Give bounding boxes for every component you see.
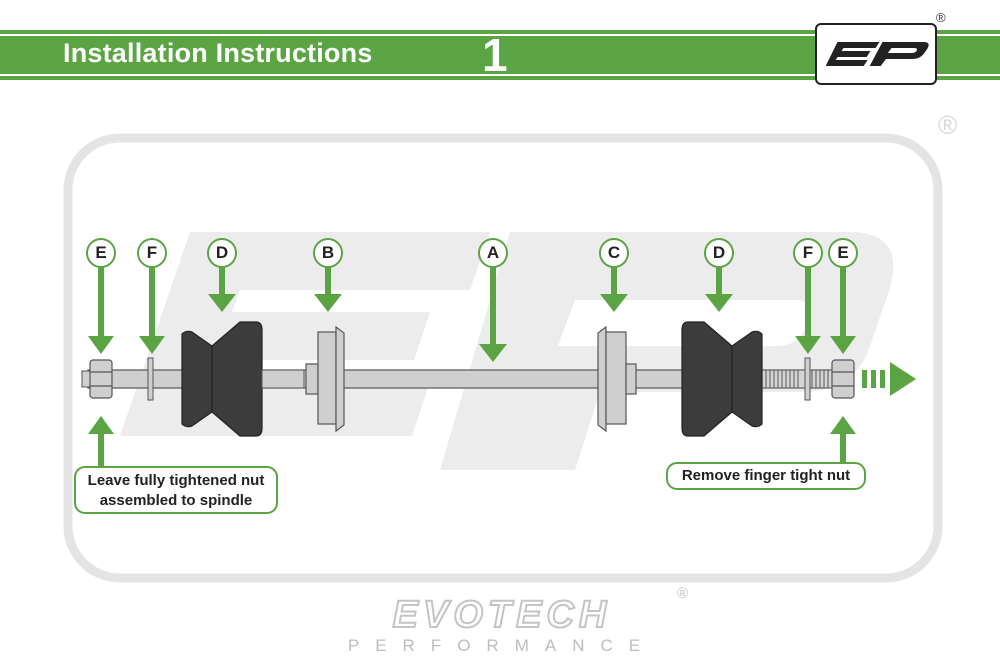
arrow-down-icon xyxy=(314,266,342,312)
part-label-f-left: F xyxy=(137,238,167,268)
nut-e-left xyxy=(89,359,113,399)
spacer-c xyxy=(597,325,637,433)
part-label-e-left: E xyxy=(86,238,116,268)
callout-keep-nut: Leave fully tightened nut assembled to s… xyxy=(74,466,278,514)
spacer-b xyxy=(305,325,345,433)
arrow-down-icon xyxy=(795,266,821,354)
watermark-registered-mark: ® xyxy=(938,110,958,140)
callout-keep-nut-line1: Leave fully tightened nut xyxy=(87,472,265,489)
bobbin-d-left xyxy=(181,321,263,437)
arrow-up-icon xyxy=(830,416,856,464)
arrow-down-icon xyxy=(88,266,114,354)
part-label-d-left: D xyxy=(207,238,237,268)
brand-name: EVOTECH xyxy=(392,593,612,637)
ep-logo xyxy=(815,23,937,85)
brand-subtitle: PERFORMANCE xyxy=(347,636,657,655)
arrow-down-icon xyxy=(705,266,733,312)
pointer-arrows xyxy=(88,266,856,362)
remove-direction-arrow-icon xyxy=(862,362,916,396)
arrow-up-icon xyxy=(88,416,114,468)
part-label-f-right: F xyxy=(793,238,823,268)
arrow-down-icon xyxy=(830,266,856,354)
arrow-down-icon xyxy=(208,266,236,312)
step-number: 1 xyxy=(482,29,508,81)
arrow-down-icon xyxy=(479,266,507,362)
spindle-segment xyxy=(261,369,305,389)
registered-mark: ® xyxy=(936,10,946,25)
callout-remove-nut: Remove finger tight nut xyxy=(666,462,866,490)
part-label-b: B xyxy=(313,238,343,268)
ep-logo-icon xyxy=(825,42,929,66)
threaded-section xyxy=(761,369,835,389)
part-label-e-right: E xyxy=(828,238,858,268)
part-label-d-right: D xyxy=(704,238,734,268)
arrow-down-icon xyxy=(139,266,165,354)
bobbin-d-right xyxy=(681,321,763,437)
page-title: Installation Instructions xyxy=(63,38,373,68)
part-label-a: A xyxy=(478,238,508,268)
washer-f-right xyxy=(804,357,811,401)
callout-keep-nut-line2: assembled to spindle xyxy=(99,492,253,509)
part-label-c: C xyxy=(599,238,629,268)
brand-registered-mark: ® xyxy=(677,585,689,602)
nut-e-right xyxy=(831,359,855,399)
arrow-down-icon xyxy=(600,266,628,312)
washer-f-left xyxy=(147,357,154,401)
